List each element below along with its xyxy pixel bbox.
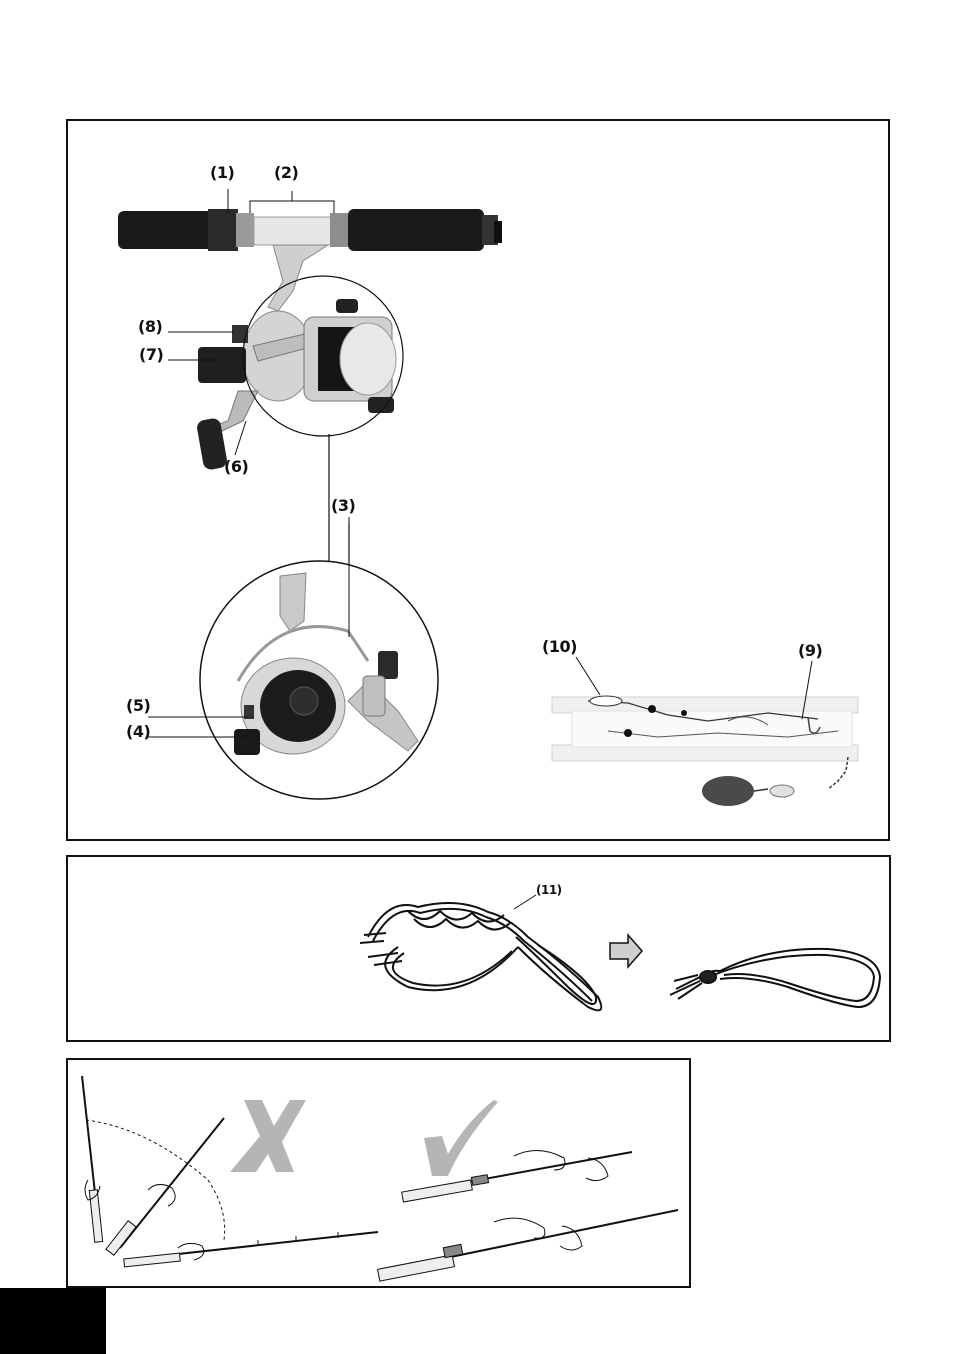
magnifier-circle-upper	[242, 275, 404, 437]
finished-loop-image	[669, 947, 882, 1009]
label-9: (9)	[798, 641, 823, 660]
label-6: (6)	[224, 457, 249, 476]
rod-handle-image	[118, 209, 502, 251]
wrong-method-image	[81, 1075, 379, 1268]
fishing-rig-image	[551, 695, 859, 806]
label-5: (5)	[126, 696, 151, 715]
loop-knot-tying-image	[359, 902, 603, 1012]
label-2: (2)	[274, 163, 299, 182]
rod-assembly-illustration	[81, 1075, 679, 1282]
label-4: (4)	[126, 722, 151, 741]
cross-mark-icon	[230, 1100, 306, 1172]
page-corner-block	[0, 1288, 106, 1354]
rod-assembly-panel	[66, 1058, 691, 1288]
label-8: (8)	[138, 317, 163, 336]
label-3: (3)	[331, 496, 356, 515]
reel-illustration	[118, 189, 859, 806]
knot-figure-panel: (11)	[66, 855, 891, 1042]
knot-illustration	[359, 894, 882, 1012]
reel-figure-panel: (1) (2) (8) (7) (6) (3) (5) (4) (10) (9)	[66, 119, 890, 841]
reel-body-image	[197, 244, 397, 470]
label-10: (10)	[542, 637, 577, 656]
label-1: (1)	[210, 163, 235, 182]
arrow-right-icon	[609, 933, 643, 969]
right-method-image	[376, 1150, 679, 1282]
label-7: (7)	[139, 345, 164, 364]
check-mark-icon	[424, 1100, 498, 1176]
spool-closeup-image	[199, 560, 439, 800]
label-11: (11)	[536, 883, 562, 897]
